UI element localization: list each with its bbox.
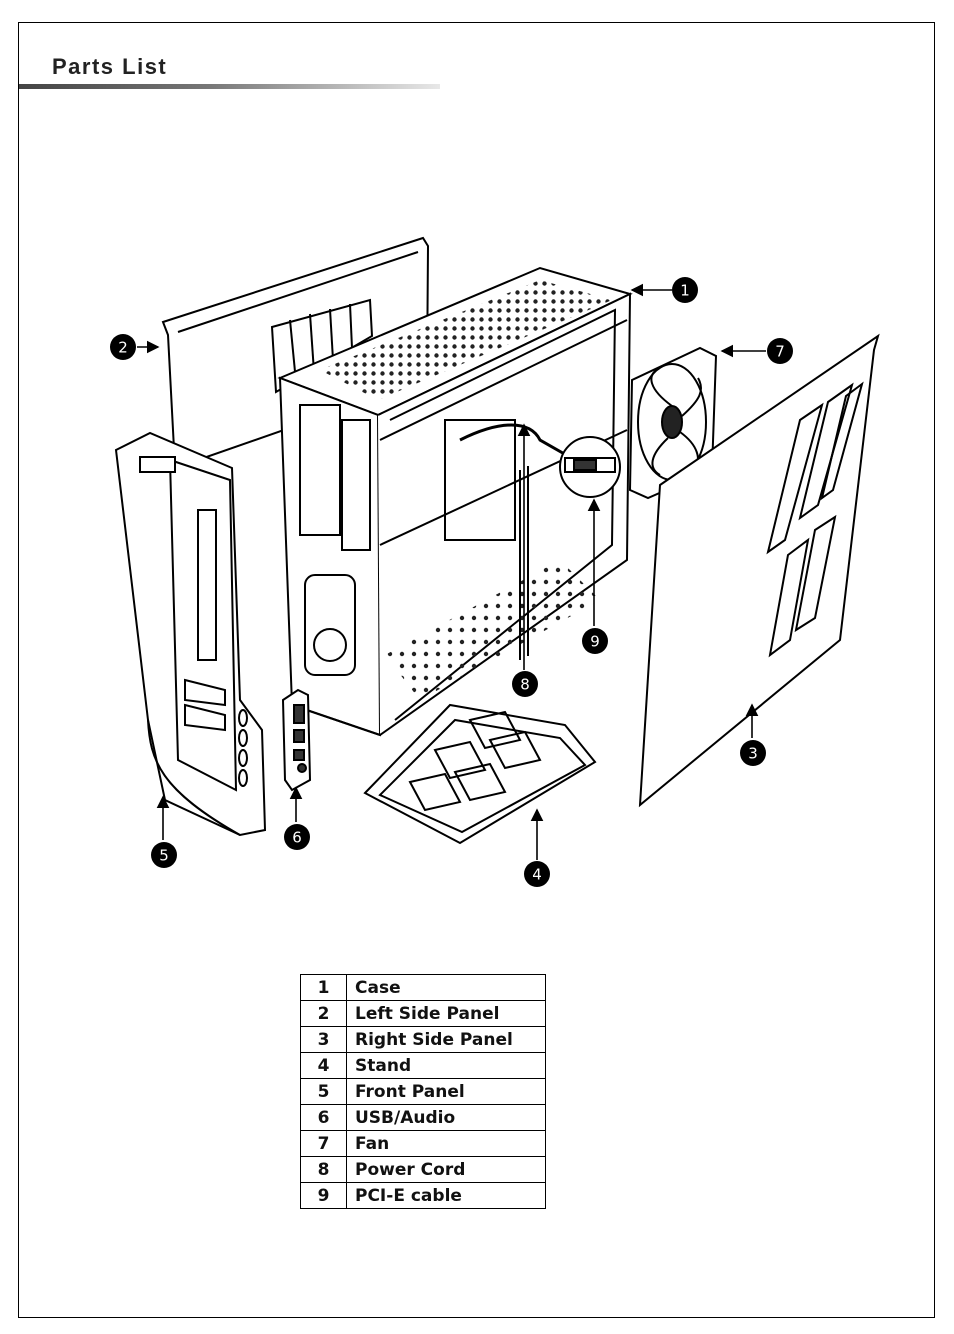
callout-label-5: 5 [159, 847, 169, 865]
callout-marker-4: 4 [524, 861, 550, 887]
left-side-panel-drawing [161, 236, 430, 470]
callout-marker-3: 3 [740, 740, 766, 766]
page-border [18, 22, 935, 1318]
callout-label-2: 2 [118, 339, 128, 357]
callout-marker-5: 5 [151, 842, 177, 868]
case-drawing [277, 266, 633, 737]
front-panel-drawing [114, 431, 267, 837]
callout-label-8: 8 [520, 676, 530, 694]
part-number: 4 [300, 1052, 347, 1079]
page-title: Parts List [52, 54, 168, 79]
callout-marker-1: 1 [672, 277, 698, 303]
callout-marker-9: 9 [582, 628, 608, 654]
part-name: Left Side Panel [346, 1000, 546, 1027]
callout-marker-6: 6 [284, 824, 310, 850]
callout-arrows [137, 283, 766, 860]
part-name: Front Panel [346, 1078, 546, 1105]
part-name: Right Side Panel [346, 1026, 546, 1053]
exploded-case-diagram: 1 2 3 4 5 6 7 8 9 [110, 236, 880, 887]
part-name: Power Cord [346, 1156, 546, 1183]
callout-label-1: 1 [680, 282, 690, 300]
part-name: Stand [346, 1052, 546, 1079]
callout-label-3: 3 [748, 745, 758, 763]
callout-label-7: 7 [775, 343, 785, 361]
callout-label-6: 6 [292, 829, 302, 847]
part-number: 8 [300, 1156, 347, 1183]
part-number: 2 [300, 1000, 347, 1027]
part-number: 5 [300, 1078, 347, 1105]
part-name: USB/Audio [346, 1104, 546, 1131]
callout-label-4: 4 [532, 866, 542, 884]
part-number: 1 [300, 974, 347, 1001]
part-number: 6 [300, 1104, 347, 1131]
part-number: 9 [300, 1182, 347, 1209]
callout-marker-2: 2 [110, 334, 136, 360]
part-number: 3 [300, 1026, 347, 1053]
part-name: PCI-E cable [346, 1182, 546, 1209]
stand-drawing [363, 703, 597, 845]
callout-marker-7: 7 [767, 338, 793, 364]
usb-audio-drawing [281, 688, 312, 792]
callout-label-9: 9 [590, 633, 600, 651]
callout-marker-8: 8 [512, 671, 538, 697]
title-underline [19, 84, 440, 89]
right-side-panel-drawing [638, 333, 880, 808]
part-number: 7 [300, 1130, 347, 1157]
part-name: Fan [346, 1130, 546, 1157]
part-name: Case [346, 974, 546, 1001]
pci-e-cable-detail [559, 436, 621, 498]
